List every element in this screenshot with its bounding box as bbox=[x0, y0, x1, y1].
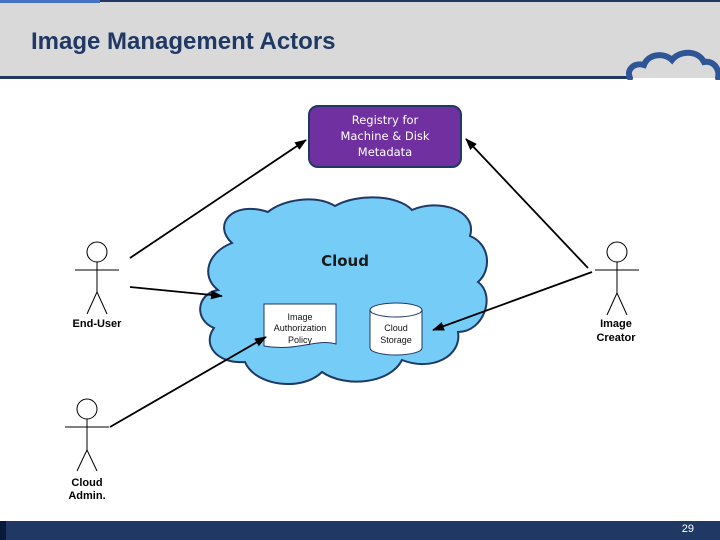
slide-footer: 29 bbox=[0, 521, 720, 540]
policy-line-1: Image bbox=[287, 312, 312, 322]
cloud-admin-label-2: Admin. bbox=[68, 490, 105, 502]
slide-title: Image Management Actors bbox=[31, 28, 336, 55]
slide-header: Image Management Actors bbox=[0, 0, 720, 80]
end-user-label: End-User bbox=[73, 318, 123, 330]
cloud-admin-actor-icon bbox=[65, 398, 109, 472]
policy-document-icon: Image Authorization Policy bbox=[263, 303, 337, 348]
registry-box: Registry for Machine & Disk Metadata bbox=[308, 105, 462, 168]
registry-line-1: Registry for bbox=[352, 113, 419, 127]
footer-left-accent bbox=[0, 521, 6, 540]
storage-cylinder-icon: Cloud Storage bbox=[369, 302, 423, 356]
header-top-line bbox=[0, 0, 720, 2]
arrow-admin-to-policy bbox=[109, 336, 267, 428]
policy-line-3: Policy bbox=[288, 335, 313, 345]
cloud-label: Cloud bbox=[321, 252, 369, 270]
arrow-enduser-to-registry bbox=[129, 139, 307, 259]
page-number: 29 bbox=[681, 523, 694, 535]
storage-line-1: Cloud bbox=[384, 323, 408, 333]
arrow-enduser-to-cloud bbox=[129, 286, 223, 300]
arrow-creator-to-storage bbox=[432, 271, 593, 331]
registry-line-2: Machine & Disk bbox=[340, 129, 429, 143]
arrow-creator-to-registry bbox=[465, 138, 589, 269]
header-bottom-line bbox=[0, 76, 628, 79]
cloud-logo-icon bbox=[626, 49, 720, 80]
image-creator-actor-icon bbox=[595, 241, 639, 316]
image-creator-label-2: Creator bbox=[596, 332, 636, 344]
policy-line-2: Authorization bbox=[274, 323, 327, 333]
storage-line-2: Storage bbox=[380, 335, 412, 345]
cloud-admin-label-1: Cloud bbox=[71, 477, 102, 489]
header-top-accent bbox=[0, 0, 100, 3]
registry-line-3: Metadata bbox=[358, 145, 412, 159]
arrows bbox=[109, 138, 593, 428]
cloud-shape: Cloud bbox=[199, 196, 489, 385]
image-creator-label-1: Image bbox=[600, 318, 632, 330]
end-user-actor-icon bbox=[75, 241, 119, 315]
